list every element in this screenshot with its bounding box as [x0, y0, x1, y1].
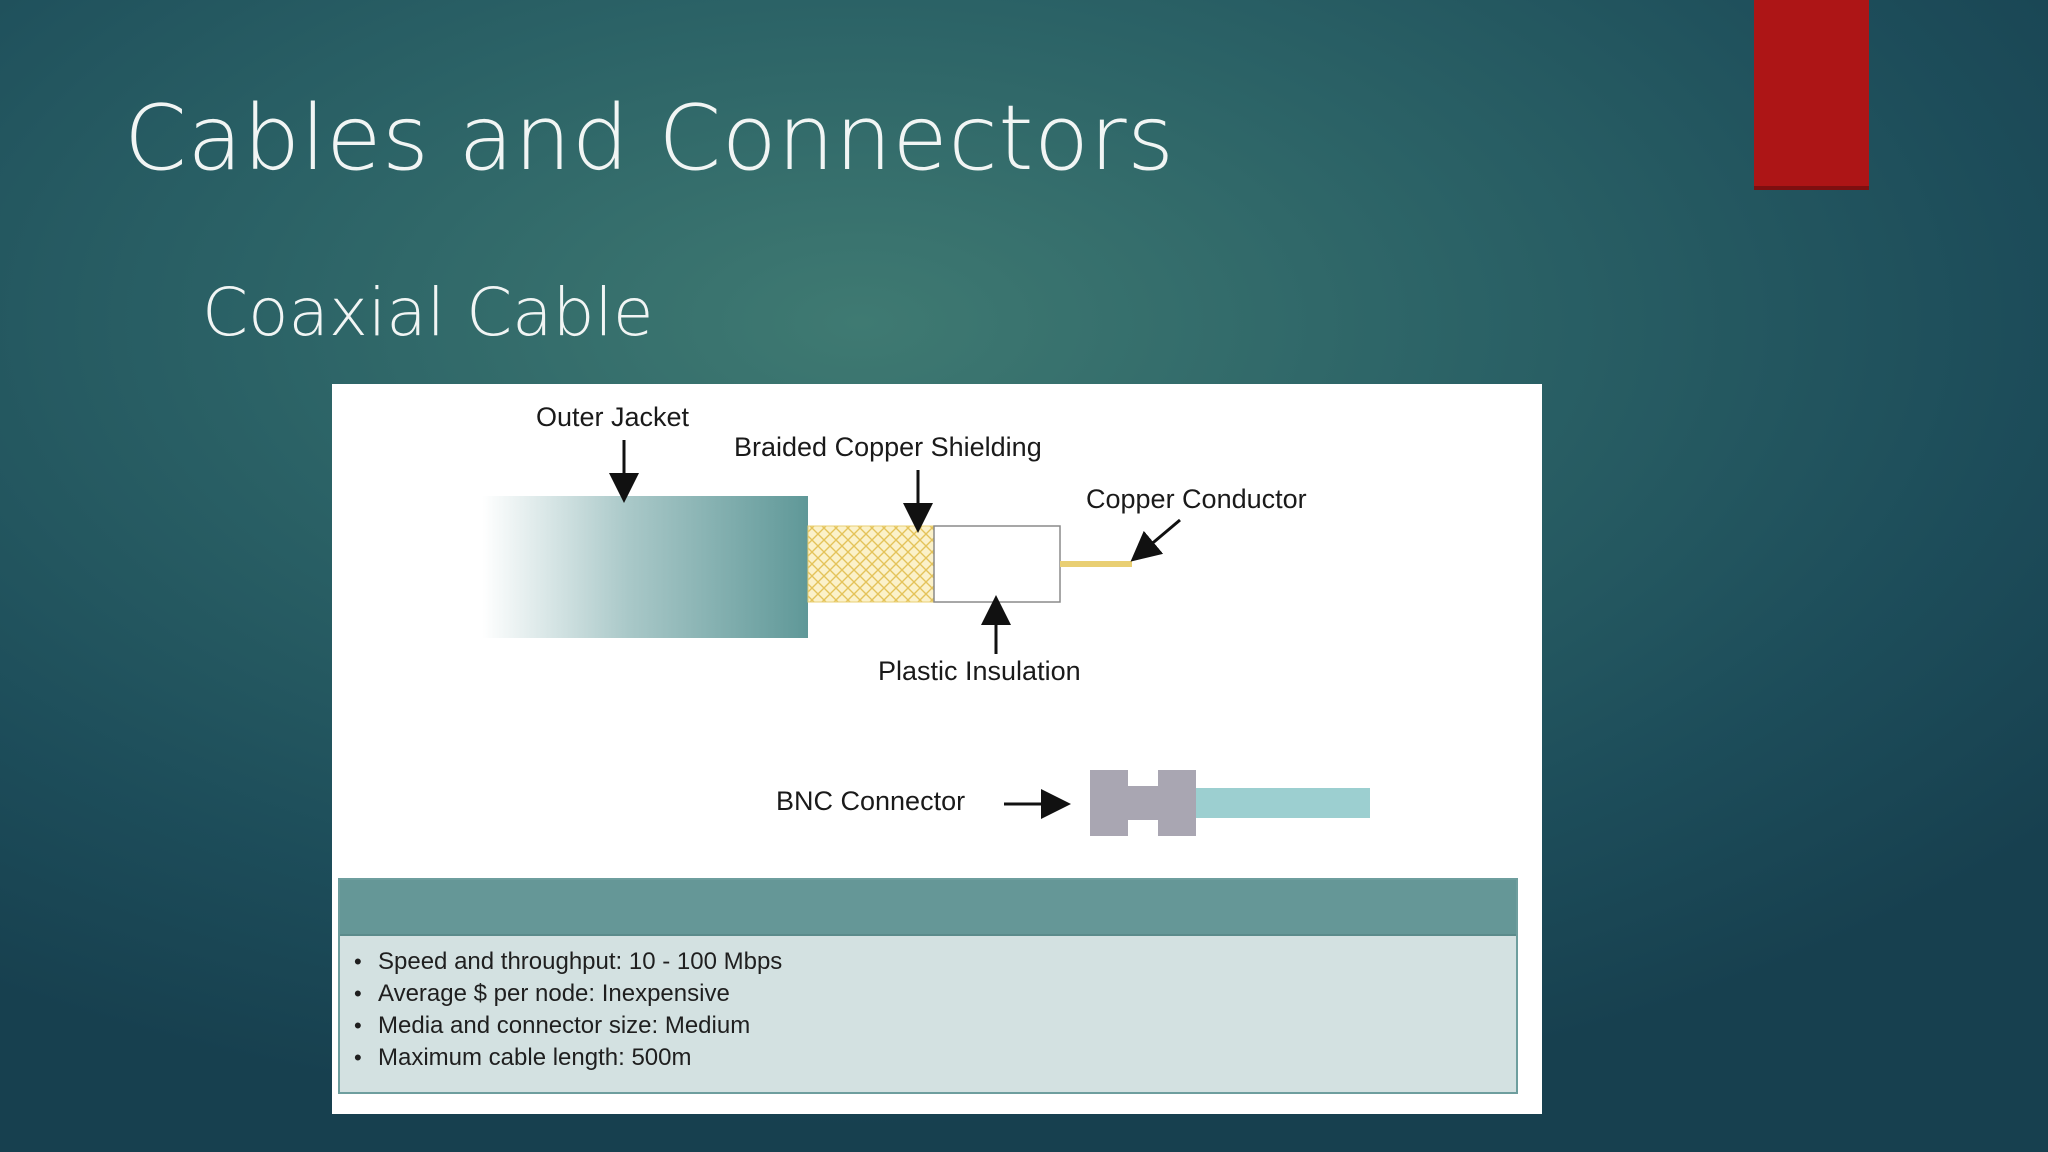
bnc-connector-label: BNC Connector — [776, 786, 966, 816]
spec-item: Maximum cable length: 500m — [354, 1042, 1516, 1074]
specs-panel: Speed and throughput: 10 - 100 Mbps Aver… — [338, 878, 1518, 1094]
outer-jacket-label: Outer Jacket — [536, 402, 690, 432]
copper-conductor-label: Copper Conductor — [1086, 484, 1307, 514]
spec-item: Media and connector size: Medium — [354, 1010, 1516, 1042]
spec-item: Speed and throughput: 10 - 100 Mbps — [354, 946, 1516, 978]
bnc-connector-shape — [1090, 770, 1370, 836]
slide-title: Cables and Connectors — [124, 86, 1175, 191]
slide-subtitle: Coaxial Cable — [202, 274, 654, 351]
plastic-insulation-label: Plastic Insulation — [878, 656, 1081, 686]
cable-diagram — [482, 440, 1370, 836]
coaxial-cable-figure: Outer Jacket Braided Copper Shielding Co… — [332, 384, 1542, 1114]
outer-jacket-shape — [482, 496, 808, 638]
braided-shielding-label: Braided Copper Shielding — [734, 432, 1042, 462]
accent-tab — [1754, 0, 1869, 190]
specs-panel-header — [340, 880, 1516, 936]
copper-conductor-arrow — [1130, 518, 1181, 562]
specs-list: Speed and throughput: 10 - 100 Mbps Aver… — [340, 936, 1516, 1074]
braided-shielding-shape — [807, 525, 935, 603]
plastic-insulation-shape — [933, 525, 1061, 603]
copper-conductor-shape — [1060, 561, 1132, 567]
spec-item: Average $ per node: Inexpensive — [354, 978, 1516, 1010]
